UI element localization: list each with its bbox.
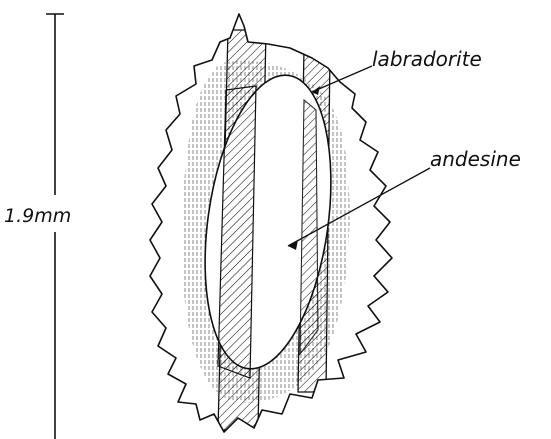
scale-label: 1.9mm: [4, 205, 71, 227]
labradorite-label: labradorite: [372, 47, 482, 71]
andesine-label: andesine: [430, 147, 521, 171]
